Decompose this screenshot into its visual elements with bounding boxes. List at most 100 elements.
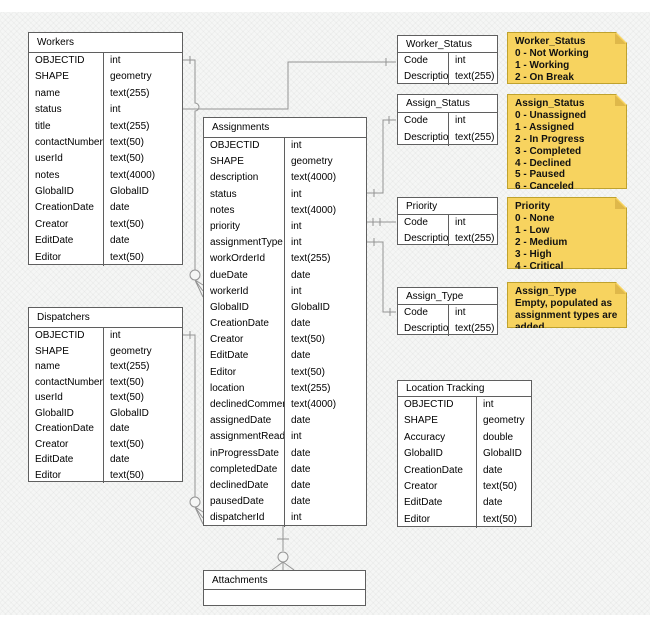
entity-assign-type: Assign_Type CodeintDescriptiontext(255) — [397, 287, 498, 336]
note-line: 6 - Canceled — [515, 181, 574, 193]
field-type: text(4000) — [103, 167, 182, 184]
field-name: Editor — [404, 513, 431, 525]
field-type: text(50) — [103, 216, 182, 234]
field-name: declinedComment — [210, 399, 284, 410]
field-type: geometry — [103, 343, 182, 359]
note-line: 2 - On Break — [515, 71, 574, 83]
note-line: assignment types are added — [515, 309, 618, 333]
field-name: Accuracy — [404, 431, 446, 443]
field-type: text(50) — [103, 151, 182, 168]
field-type: text(50) — [476, 511, 531, 529]
field-name: CreationDate — [35, 423, 94, 434]
field-type: int — [103, 102, 182, 119]
field-name: OBJECTID — [404, 399, 454, 410]
field-type: text(4000) — [284, 202, 366, 219]
note-title: Assign_Status — [515, 98, 585, 109]
note-line: 1 - Low — [515, 224, 550, 236]
field-name: OBJECTID — [210, 140, 260, 151]
field-name: assignmentRead — [210, 431, 284, 443]
field-name: EditDate — [35, 235, 74, 247]
note-line: 0 - Unassigned — [515, 109, 587, 121]
field-type: date — [103, 233, 182, 250]
field-name: Description — [404, 71, 448, 82]
edge-dispatchers-assignments — [183, 331, 204, 525]
field-name: SHAPE — [210, 156, 244, 168]
field-type: int — [284, 235, 366, 252]
field-name: EditDate — [404, 497, 443, 509]
field-name: GlobalID — [404, 448, 443, 460]
note-line: 1 - Assigned — [515, 121, 575, 133]
field-name: contactNumber — [35, 136, 103, 148]
field-name: Creator — [404, 480, 438, 492]
field-name: Code — [404, 55, 428, 66]
note-title: Priority — [515, 201, 551, 212]
field-name: Creator — [35, 218, 69, 230]
field-name: status — [210, 188, 237, 200]
entity-title: Dispatchers — [29, 308, 182, 328]
entity-priority: Priority CodeintDescriptiontext(255) — [397, 197, 498, 246]
note-line: 4 - Declined — [515, 157, 572, 169]
note-line: 3 - High — [515, 248, 552, 260]
table-row: OBJECTID int — [29, 328, 182, 344]
field-type: date — [284, 445, 366, 462]
field-type: int — [448, 305, 497, 321]
field-name: dispatcherId — [210, 512, 265, 524]
field-type: double — [476, 429, 531, 447]
field-name: EditDate — [35, 454, 74, 465]
field-name: completedDate — [210, 463, 278, 475]
field-name: SHAPE — [35, 71, 69, 83]
field-name: SHAPE — [404, 415, 438, 427]
field-name: userId — [35, 392, 63, 403]
field-type: GlobalID — [284, 299, 366, 317]
field-type: int — [448, 215, 497, 231]
field-type: int — [103, 53, 182, 70]
field-name: dueDate — [210, 269, 248, 281]
entity-title: Location Tracking — [398, 381, 531, 397]
entity-title: Attachments — [204, 571, 365, 590]
field-name: OBJECTID — [35, 330, 85, 341]
edge-assignments-assigntype — [367, 238, 396, 316]
field-type: text(255) — [448, 230, 497, 246]
field-type: int — [103, 328, 182, 344]
table-row: Descriptiontext(255) — [398, 230, 497, 246]
field-type: GlobalID — [476, 446, 531, 463]
field-type: int — [284, 186, 366, 203]
field-type: text(255) — [103, 85, 182, 103]
field-name: OBJECTID — [35, 55, 85, 66]
field-type: date — [476, 462, 531, 479]
field-name: workOrderId — [210, 253, 266, 265]
table-row: status int — [204, 186, 366, 203]
field-type: int — [284, 218, 366, 236]
field-type: text(255) — [448, 69, 497, 85]
field-name: description — [210, 172, 259, 184]
field-type: geometry — [103, 69, 182, 86]
field-name: Description — [404, 232, 448, 244]
field-name: Description — [404, 131, 448, 143]
field-name: assignmentType — [210, 237, 283, 249]
